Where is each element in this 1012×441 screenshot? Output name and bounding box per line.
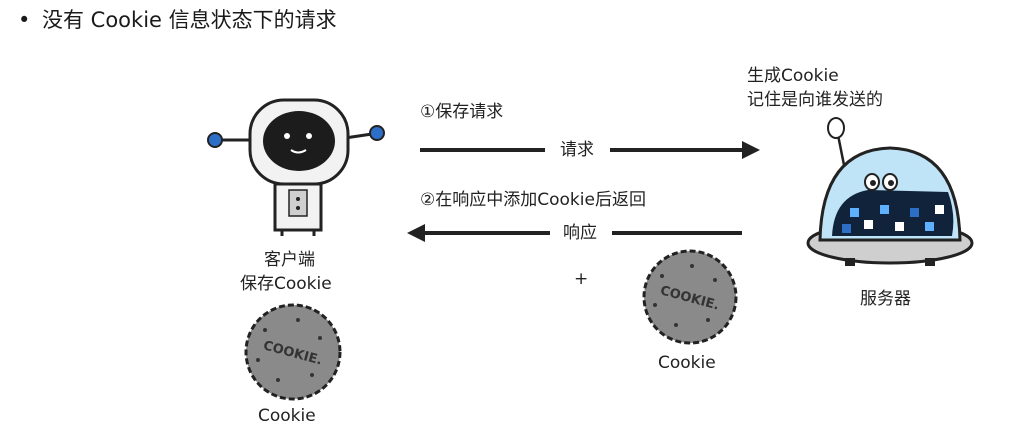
plus-sign: +: [574, 269, 589, 289]
response-label: 响应: [563, 223, 597, 243]
client-cookie-icon: COOKIE.: [244, 303, 342, 401]
heading-text: 没有 Cookie 信息状态下的请求: [42, 8, 337, 32]
server-robot-icon: [806, 117, 974, 266]
response-cookie-caption: Cookie: [658, 353, 716, 373]
server-label: 服务器: [860, 289, 911, 309]
client-robot-icon: [207, 98, 385, 236]
section-heading: • 没有 Cookie 信息状态下的请求: [18, 6, 337, 34]
response-arrow: [407, 224, 742, 242]
request-arrow: [420, 141, 760, 159]
client-cookie-caption: Cookie: [258, 406, 316, 426]
step2-title: ②在响应中添加Cookie后返回: [420, 190, 646, 210]
request-label: 请求: [560, 140, 594, 160]
bullet: •: [18, 8, 31, 32]
step1-title: ①保存请求: [420, 102, 504, 122]
server-note-line2: 记住是向谁发送的: [747, 90, 883, 110]
response-cookie-icon: COOKIE.: [642, 249, 738, 345]
client-label: 客户端: [264, 250, 315, 270]
server-note-line1: 生成Cookie: [747, 66, 839, 86]
client-sublabel: 保存Cookie: [240, 274, 332, 294]
